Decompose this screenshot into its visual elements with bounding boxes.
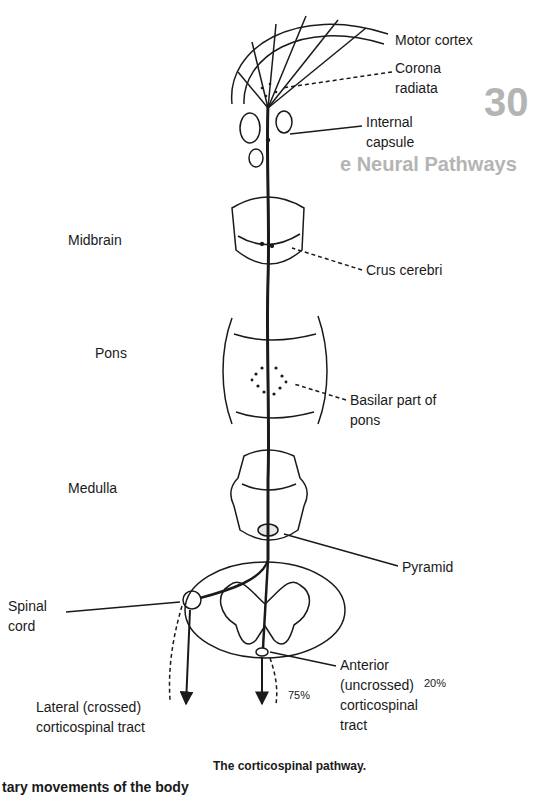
- dashed-line: [170, 606, 183, 700]
- part-label: Medulla: [68, 478, 188, 498]
- leader-line: [292, 248, 362, 270]
- blank-patch: [205, 738, 322, 758]
- leader-line: [294, 384, 346, 400]
- corona-radiata: [261, 83, 278, 98]
- leader-line: [282, 72, 392, 88]
- part-label: Internal capsule: [366, 112, 438, 152]
- percentage: 20%: [424, 676, 446, 690]
- text-fragment: tary movements of the body: [2, 777, 189, 797]
- percentage: 75%: [288, 688, 310, 702]
- part-label: Pyramid: [402, 557, 522, 577]
- leader-line: [66, 602, 180, 612]
- figure-caption: The corticospinal pathway.: [213, 758, 366, 774]
- page-number: 30: [484, 80, 529, 124]
- crossed-fibres: [200, 560, 268, 598]
- uncrossed-fibres: [263, 560, 268, 648]
- dashed-line: [270, 658, 277, 704]
- leader-line: [270, 652, 336, 666]
- part-label: Basilar part of pons: [350, 390, 438, 430]
- part-label: Spinal cord: [8, 596, 63, 636]
- part-label: Crus cerebri: [366, 260, 486, 280]
- corticospinal-fibres: [267, 104, 268, 560]
- part-label: Pons: [95, 343, 175, 363]
- part-label: Midbrain: [68, 230, 188, 250]
- part-label: Anterior (uncrossed) corticospinal tract: [340, 655, 436, 735]
- descending-arrow: [261, 657, 263, 704]
- internal-capsule: [240, 111, 292, 167]
- pons-section: [223, 316, 327, 424]
- part-label: Corona radiata: [395, 58, 467, 98]
- motor-cortex: [232, 16, 388, 108]
- part-label: Motor cortex: [395, 30, 540, 50]
- leader-line: [284, 534, 398, 566]
- leader-line: [290, 126, 362, 134]
- part-label: Lateral (crossed) corticospinal tract: [36, 697, 176, 737]
- heading-fragment: e Neural Pathways: [340, 152, 517, 176]
- descending-arrow: [186, 610, 190, 704]
